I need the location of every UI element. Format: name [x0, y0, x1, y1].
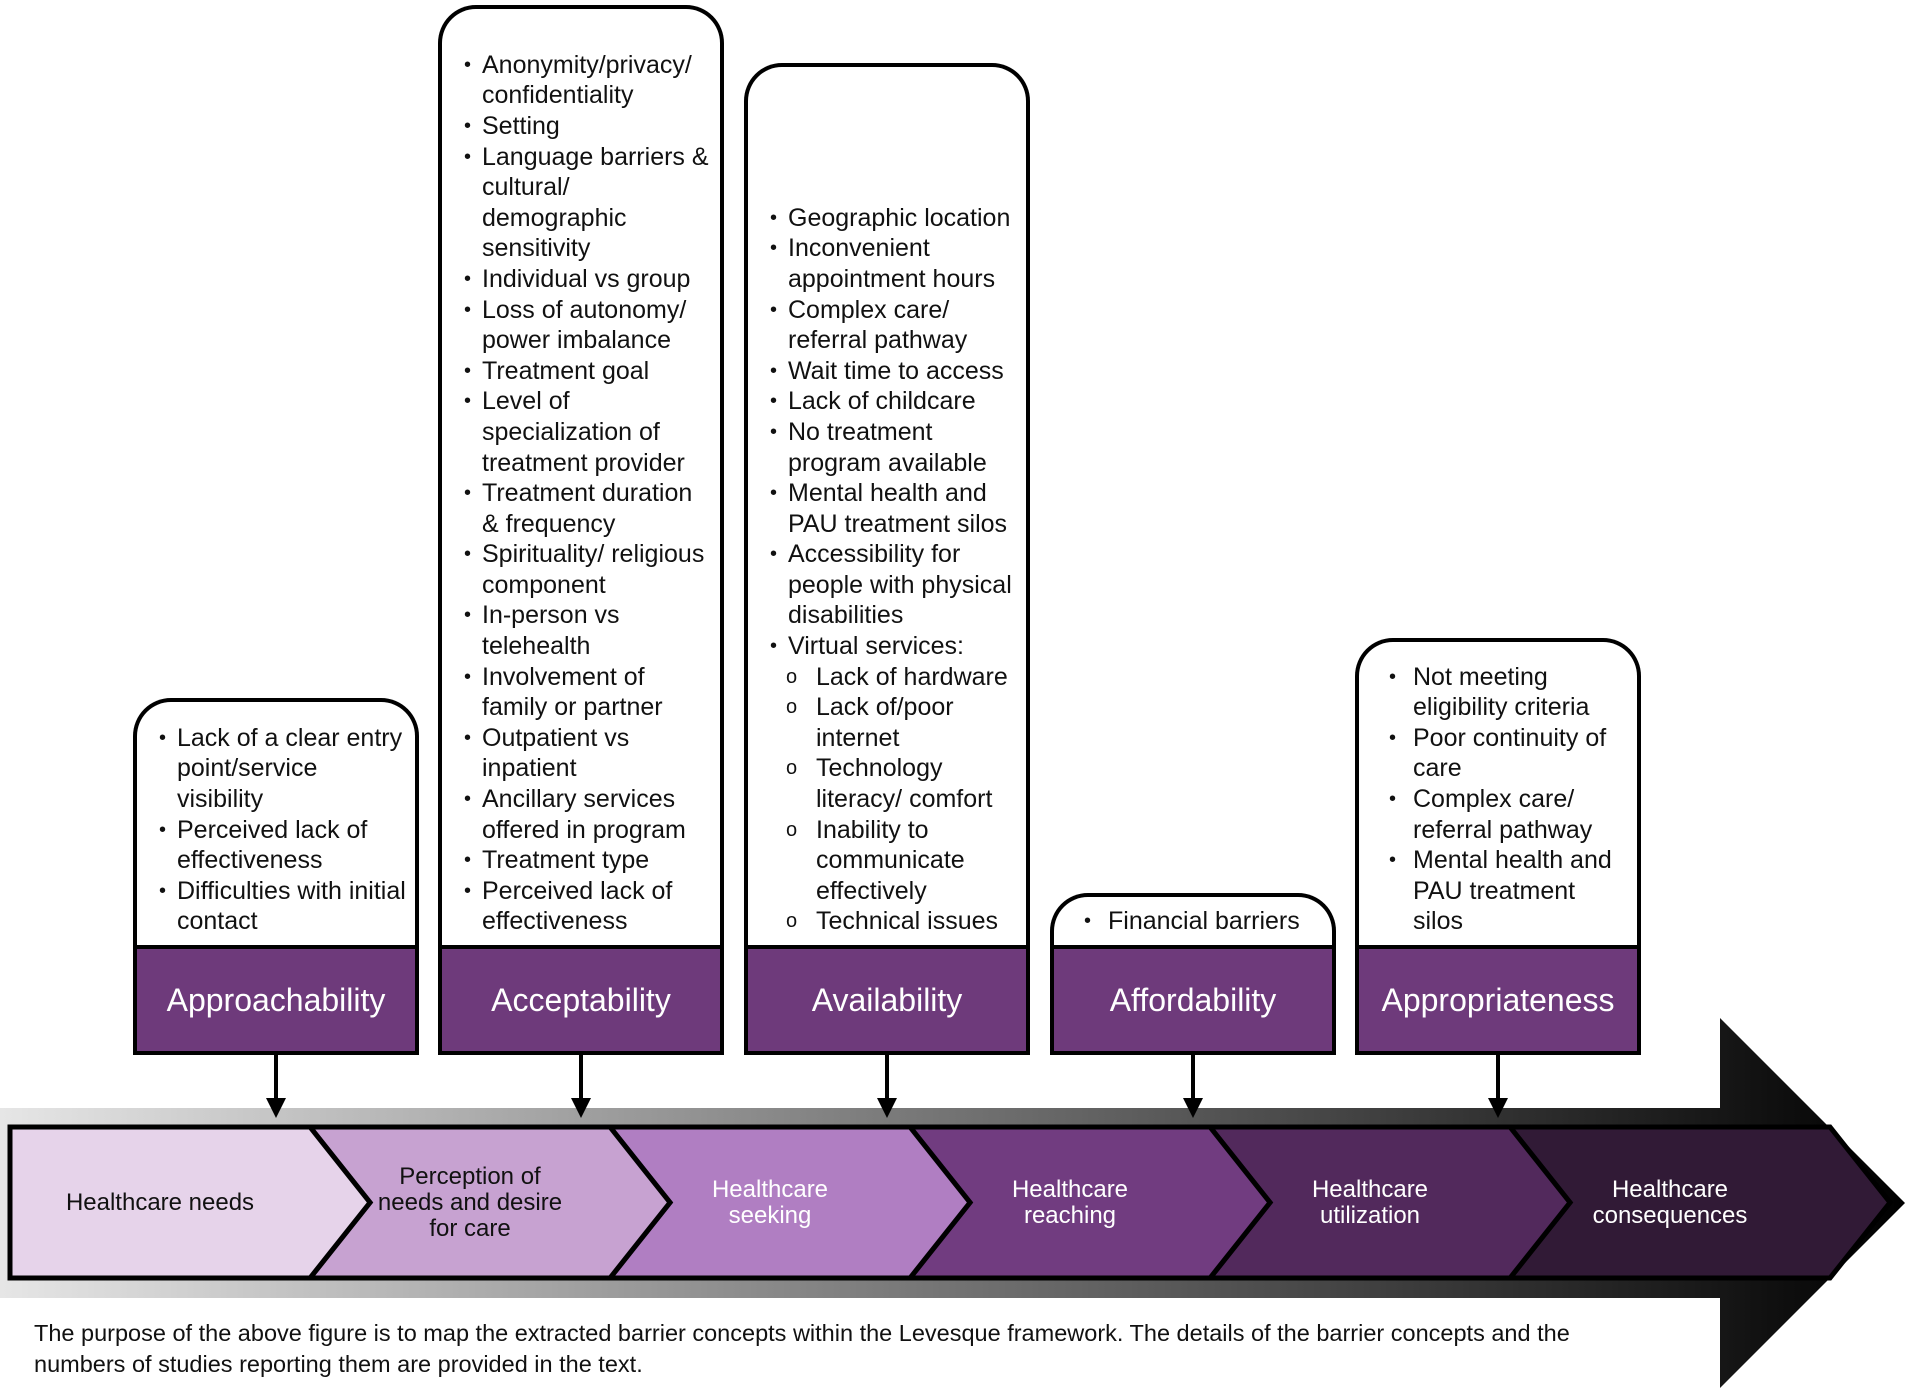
barrier-item: Perceived lack of effectiveness — [464, 876, 714, 937]
affordability-category-label: Affordability — [1050, 945, 1336, 1055]
barrier-item: Loss of autonomy/ power imbalance — [464, 295, 714, 356]
barrier-item: Accessibility for people with physical d… — [770, 539, 1020, 631]
barrier-item: Inconvenient appointment hours — [770, 233, 1020, 294]
barrier-item: Wait time to access — [770, 356, 1020, 387]
affordability-connector-arrowhead — [1183, 1098, 1203, 1118]
barrier-item: Mental health and PAU treatment silos — [1381, 845, 1631, 937]
approachability-connector-arrowhead — [266, 1098, 286, 1118]
stage-chevron — [7, 1124, 374, 1281]
barrier-column-availability: Geographic locationInconvenient appointm… — [744, 63, 1030, 1055]
stage-label: Healthcare needs — [65, 1188, 255, 1216]
barrier-item: In-person vs telehealth — [464, 600, 714, 661]
barrier-item: Not meeting eligibility criteria — [1381, 662, 1631, 723]
approachability-category-label: Approachability — [133, 945, 419, 1055]
barrier-item: Complex care/ referral pathway — [1381, 784, 1631, 845]
barrier-item: Level of specialization of treatment pro… — [464, 386, 714, 478]
barrier-item: Anonymity/privacy/ confidentiality — [464, 50, 714, 111]
approachability-barrier-list: Lack of a clear entry point/service visi… — [159, 723, 409, 937]
stage-label: Healthcare consequences — [1592, 1175, 1748, 1229]
barrier-item: Treatment duration & frequency — [464, 478, 714, 539]
barrier-item: Difficulties with initial contact — [159, 876, 409, 937]
barrier-item: Language barriers & cultural/ demographi… — [464, 142, 714, 264]
barrier-item: Spirituality/ religious component — [464, 539, 714, 600]
barrier-item: Involvement of family or partner — [464, 662, 714, 723]
availability-barrier-box: Geographic locationInconvenient appointm… — [744, 63, 1030, 945]
appropriateness-connector-arrowhead — [1488, 1098, 1508, 1118]
barrier-item: Virtual services: — [770, 631, 1020, 662]
barrier-item: Lack of hardware — [770, 662, 1020, 693]
barrier-item: Technology literacy/ comfort — [770, 753, 1020, 814]
barrier-item: Ancillary services offered in program — [464, 784, 714, 845]
barrier-item: Perceived lack of effectiveness — [159, 815, 409, 876]
acceptability-barrier-box: Anonymity/privacy/ confidentialitySettin… — [438, 5, 724, 945]
barrier-column-acceptability: Anonymity/privacy/ confidentialitySettin… — [438, 5, 724, 1055]
stage-label: Healthcare reaching — [1011, 1175, 1129, 1229]
affordability-barrier-box: Financial barriers — [1050, 893, 1336, 945]
appropriateness-barrier-list: Not meeting eligibility criteriaPoor con… — [1381, 662, 1631, 937]
availability-connector-arrowhead — [877, 1098, 897, 1118]
barrier-item: Financial barriers — [1076, 906, 1326, 937]
stage-label: Healthcare utilization — [1311, 1175, 1429, 1229]
approachability-barrier-box: Lack of a clear entry point/service visi… — [133, 698, 419, 945]
affordability-barrier-list: Financial barriers — [1076, 906, 1326, 937]
barrier-item: Mental health and PAU treatment silos — [770, 478, 1020, 539]
barrier-item: Treatment type — [464, 845, 714, 876]
barrier-item: Geographic location — [770, 203, 1020, 234]
barrier-column-approachability: Lack of a clear entry point/service visi… — [133, 698, 419, 1055]
barrier-item: Treatment goal — [464, 356, 714, 387]
barrier-item: Lack of/poor internet — [770, 692, 1020, 753]
barrier-item: No treatment program available — [770, 417, 1020, 478]
stage-label: Healthcare seeking — [711, 1175, 829, 1229]
appropriateness-category-label: Appropriateness — [1355, 945, 1641, 1055]
barrier-item: Technical issues — [770, 906, 1020, 937]
acceptability-barrier-list: Anonymity/privacy/ confidentialitySettin… — [464, 50, 714, 937]
barrier-item: Setting — [464, 111, 714, 142]
stage-label: Perception of needs and desire for care — [377, 1162, 563, 1242]
barrier-column-appropriateness: Not meeting eligibility criteriaPoor con… — [1355, 638, 1641, 1055]
barrier-item: Complex care/ referral pathway — [770, 295, 1020, 356]
figure-caption: The purpose of the above figure is to ma… — [34, 1320, 1570, 1377]
acceptability-category-label: Acceptability — [438, 945, 724, 1055]
barrier-item: Inability to communicate effectively — [770, 815, 1020, 907]
acceptability-connector-arrowhead — [571, 1098, 591, 1118]
barrier-item: Individual vs group — [464, 264, 714, 295]
barrier-item: Poor continuity of care — [1381, 723, 1631, 784]
availability-barrier-list: Geographic locationInconvenient appointm… — [770, 203, 1020, 937]
availability-category-label: Availability — [744, 945, 1030, 1055]
appropriateness-barrier-box: Not meeting eligibility criteriaPoor con… — [1355, 638, 1641, 945]
barrier-item: Outpatient vs inpatient — [464, 723, 714, 784]
barrier-item: Lack of a clear entry point/service visi… — [159, 723, 409, 815]
barrier-item: Lack of childcare — [770, 386, 1020, 417]
